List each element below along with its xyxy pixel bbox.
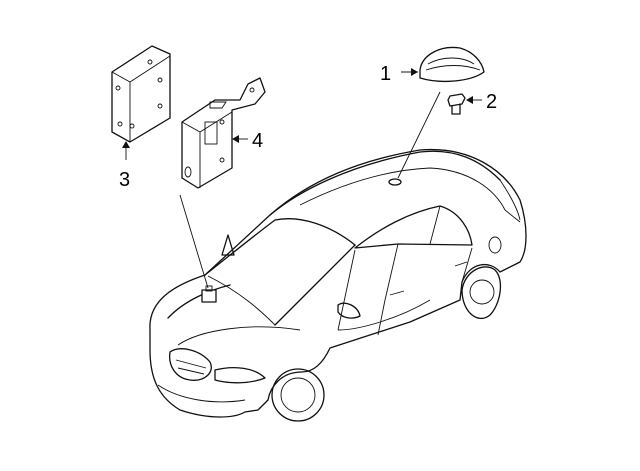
callout-1: 1	[380, 63, 391, 85]
callout-3: 3	[119, 169, 130, 191]
mounting-bracket-part	[181, 77, 266, 189]
callout-2: 2	[486, 91, 497, 113]
callout-4: 4	[252, 130, 263, 152]
leader-lines	[122, 68, 482, 289]
car-illustration	[149, 148, 527, 422]
antenna-nut-part	[447, 93, 466, 115]
control-module-part	[111, 45, 171, 143]
roof-antenna-part	[419, 46, 485, 82]
